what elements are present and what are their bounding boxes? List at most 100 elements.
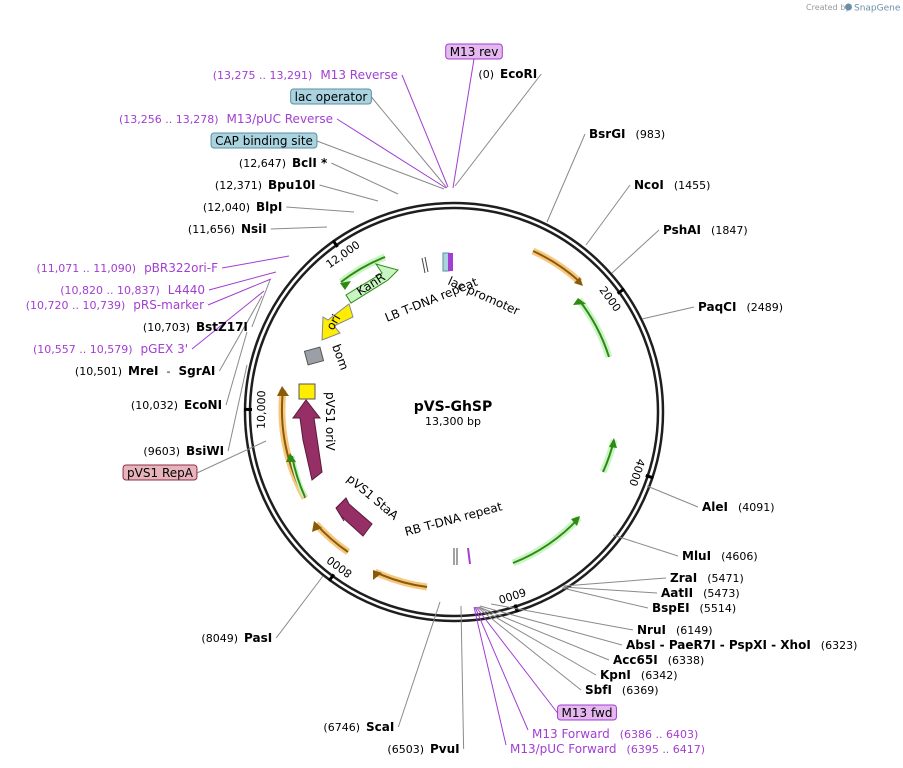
leader-line: [225, 331, 248, 406]
leader-line: [611, 229, 660, 274]
site-label: (6746) ScaI: [323, 720, 394, 734]
site-name: ScaI: [366, 720, 394, 734]
site-label: (10,703)BstZ17I: [143, 320, 248, 334]
arrowhead-icon: [340, 281, 351, 290]
site-name: SbfI: [585, 683, 612, 697]
feature-label-kanr: KanR: [354, 270, 388, 299]
leader-line: [270, 226, 328, 230]
site-label: (11,071 .. 11,090) pBR322ori-F: [37, 261, 219, 275]
leader-line: [563, 577, 667, 587]
site-label: pVS1 RepA: [122, 464, 198, 481]
primer-site-block: [448, 253, 453, 271]
site-label: (9603)BsiWI: [143, 444, 224, 458]
feature-tag-label: lac operator: [295, 90, 368, 104]
site-label: (10,720 .. 10,739)pRS-marker: [26, 298, 204, 312]
site-position: (6149): [676, 624, 713, 637]
inner-features: [292, 252, 471, 565]
leader-line: [646, 485, 699, 508]
leader-line: [477, 606, 597, 676]
credit-brand: SnapGene: [854, 4, 901, 14]
site-position: (1847): [711, 224, 748, 237]
site-name: PvuI: [430, 742, 460, 756]
site-label: AatII(5473): [661, 586, 740, 600]
site-position: (10,032): [131, 399, 178, 412]
site-label: PaqCI(2489): [698, 300, 783, 314]
primer-name: L4440: [168, 283, 205, 297]
feature-tag-box: [445, 43, 503, 60]
leader-lines: [191, 58, 699, 750]
leader-line: [251, 279, 271, 328]
pvs1-staa-arrow: [335, 497, 373, 537]
site-label: lac operator: [290, 88, 372, 105]
site-label: M13/pUC Forward(6395 .. 6417): [510, 742, 705, 756]
site-label: BspEI(5514): [652, 601, 736, 615]
tick-mark: [327, 573, 336, 582]
primer-position: (10,820 .. 10,837): [60, 284, 160, 297]
site-label: Acc65I(6338): [613, 653, 704, 667]
credit-prefix: Created by: [806, 3, 850, 12]
site-position: (4091): [738, 501, 775, 514]
tick-mark: [645, 474, 654, 480]
site-label: (10,820 .. 10,837) L4440: [60, 283, 205, 297]
rb-primer-mark: [467, 547, 471, 565]
arrowhead-icon: [277, 386, 289, 396]
site-label: KpnI(6342): [600, 668, 677, 682]
site-name: Bpu10I: [268, 178, 315, 192]
primer-name: pGEX 3': [141, 342, 188, 356]
feature-label-pvs1-oriv: pVS1 oriV: [323, 392, 337, 452]
site-separator: -: [166, 365, 170, 378]
leader-line: [196, 440, 267, 474]
arrowhead-icon: [574, 277, 583, 286]
leader-line: [476, 606, 582, 691]
feature-arc-green-3: [511, 515, 582, 567]
arrowhead-icon: [312, 521, 322, 532]
feature-label-ori: ori: [323, 312, 343, 333]
site-position: (6746): [323, 721, 360, 734]
leader-line: [612, 534, 679, 557]
leader-line: [370, 96, 448, 189]
tick-mark: [331, 239, 339, 248]
feature-tag-label: CAP binding site: [215, 134, 313, 148]
site-label: NruI (6149): [637, 623, 713, 637]
primer-position: (10,557 .. 10,579): [33, 343, 133, 356]
site-position: (5514): [700, 602, 737, 615]
leader-line: [331, 162, 399, 195]
site-label: (13,256 .. 13,278)M13/pUC Reverse: [119, 112, 333, 126]
site-label: ZraI(5471): [670, 571, 744, 585]
site-name: AbsI - PaeR7I - PspXI - XhoI: [626, 638, 811, 652]
site-position: (9603): [143, 445, 180, 458]
leader-line: [490, 603, 634, 631]
site-name: NsiI: [241, 222, 267, 236]
leader-line: [546, 133, 586, 223]
site-position: (10,703): [143, 321, 190, 334]
site-position: (6323): [821, 639, 858, 652]
site-position: (983): [636, 128, 666, 141]
site-label: M13 Forward(6386 .. 6403): [532, 727, 698, 741]
site-position: (6342): [641, 669, 678, 682]
leader-line: [401, 74, 449, 188]
primer-position: (11,071 .. 11,090): [37, 262, 137, 275]
arrowhead-icon: [286, 453, 296, 462]
leader-line: [218, 295, 263, 372]
site-label: (12,371)Bpu10I: [215, 178, 316, 192]
leader-line: [319, 184, 379, 202]
site-name: NruI: [637, 623, 666, 637]
site-position: (10,501): [75, 365, 122, 378]
leader-line: [191, 290, 265, 350]
tick-label: 10,000: [255, 390, 268, 429]
site-position: (12,647): [239, 157, 286, 170]
primer-name: pBR322ori-F: [144, 261, 218, 275]
arrowhead-icon: [373, 570, 382, 580]
site-label: AbsI - PaeR7I - PspXI - XhoI (6323): [626, 638, 857, 652]
leader-line: [478, 606, 610, 661]
leader-line: [316, 140, 445, 190]
primer-name: pRS-marker: [133, 298, 204, 312]
leader-line: [208, 271, 277, 291]
site-label: (10,032)EcoNI: [131, 398, 222, 412]
leader-line: [585, 184, 631, 246]
site-label: M13 rev: [445, 43, 503, 60]
leader-line: [227, 364, 248, 452]
leader-line: [474, 606, 529, 731]
site-position: (12,040): [203, 201, 250, 214]
arc-arrowheads: [277, 277, 617, 580]
